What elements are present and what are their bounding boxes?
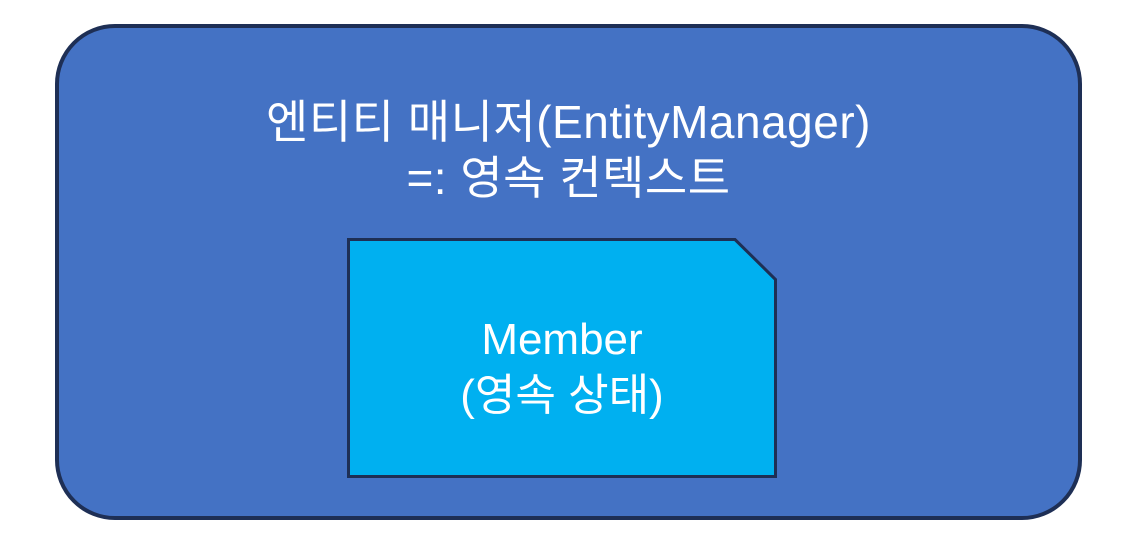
container-title-line2: =: 영속 컨텍스트 bbox=[406, 152, 731, 204]
container-title: 엔티티 매니저(EntityManager) =: 영속 컨텍스트 bbox=[59, 94, 1078, 206]
entity-name: Member bbox=[481, 315, 643, 364]
entity-label: Member (영속 상태) bbox=[347, 238, 777, 478]
persistence-context-container: 엔티티 매니저(EntityManager) =: 영속 컨텍스트 Member… bbox=[55, 24, 1082, 520]
entity-member-box: Member (영속 상태) bbox=[347, 238, 777, 478]
snipped-rectangle-polygon bbox=[347, 238, 777, 478]
snipped-rectangle-shape bbox=[347, 238, 777, 478]
entity-state: (영속 상태) bbox=[460, 371, 664, 420]
container-title-line1: 엔티티 매니저(EntityManager) bbox=[266, 96, 871, 148]
